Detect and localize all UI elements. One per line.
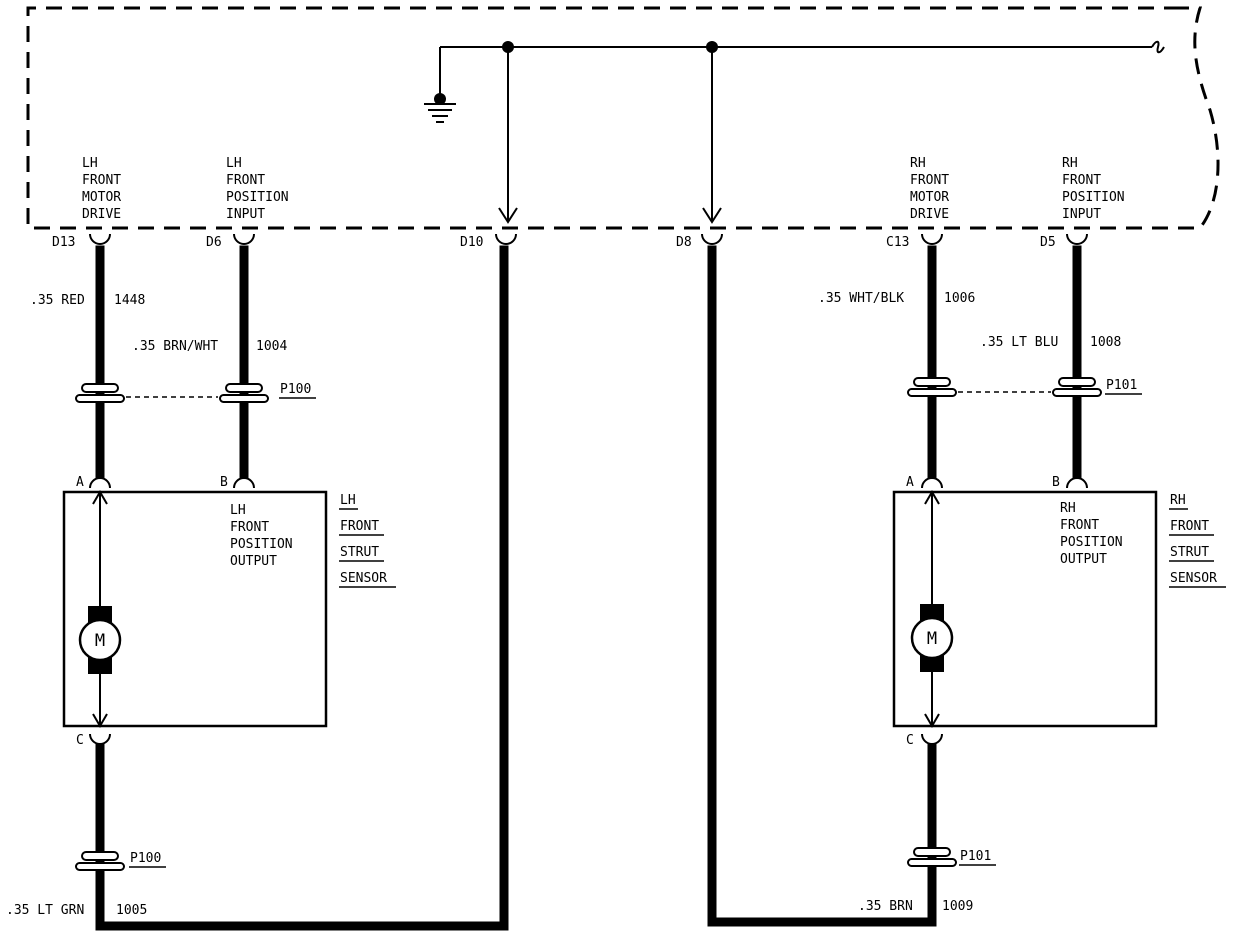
wire-lh-return-label: .35 LT GRN: [6, 903, 84, 918]
svg-text:MOTOR: MOTOR: [82, 190, 121, 205]
sensor-lh-output-label: LH FRONT POSITION OUTPUT: [230, 503, 293, 569]
sensor-lh-box: [62, 490, 328, 728]
svg-text:P100: P100: [130, 851, 161, 866]
svg-text:P100: P100: [280, 382, 311, 397]
pin-d5: D5: [1040, 233, 1088, 250]
svg-text:RH: RH: [910, 156, 926, 171]
sensor-rh-output-label: RH FRONT POSITION OUTPUT: [1060, 501, 1123, 567]
svg-text:P101: P101: [960, 849, 991, 864]
pin-d10: D10: [460, 233, 517, 250]
svg-text:INPUT: INPUT: [226, 207, 265, 222]
motor-icon-rh: M: [910, 604, 954, 672]
svg-text:POSITION: POSITION: [1060, 535, 1123, 550]
wire-lh-return: [95, 245, 509, 931]
wire-rh-return-circuit: 1009: [942, 899, 973, 914]
svg-text:LH: LH: [230, 503, 246, 518]
motor-icon-lh: M: [78, 606, 122, 674]
svg-text:SENSOR: SENSOR: [340, 571, 387, 586]
sensor-lh-pin-a: A: [76, 475, 111, 490]
sensor-rh-box: [892, 490, 1158, 728]
svg-text:OUTPUT: OUTPUT: [1060, 552, 1107, 567]
svg-text:STRUT: STRUT: [1170, 545, 1209, 560]
wire-lh-motor-label: .35 RED: [30, 293, 85, 308]
connector-p100-lower: P100: [75, 851, 166, 871]
sensor-lh-pin-c: C: [76, 733, 111, 748]
svg-text:FRONT: FRONT: [340, 519, 379, 534]
svg-text:D10: D10: [460, 235, 483, 250]
svg-text:LH: LH: [340, 493, 356, 508]
module-boundary: [26, 6, 1220, 230]
svg-text:STRUT: STRUT: [340, 545, 379, 560]
ground-icon: [424, 93, 456, 123]
svg-text:P101: P101: [1106, 378, 1137, 393]
pin-d13: D13: [52, 233, 111, 250]
svg-text:SENSOR: SENSOR: [1170, 571, 1217, 586]
sensor-rh-name: RH FRONT STRUT SENSOR: [1169, 493, 1226, 588]
svg-text:FRONT: FRONT: [1060, 518, 1099, 533]
connector-p101-upper: P101: [907, 377, 1142, 397]
sensor-rh-pin-c: C: [906, 733, 943, 748]
internal-bus: [439, 40, 1165, 97]
svg-text:D8: D8: [676, 235, 692, 250]
svg-text:C: C: [906, 733, 914, 748]
wire-lh-position-label: .35 BRN/WHT: [132, 339, 218, 354]
wire-lh-position-circuit: 1004: [256, 339, 287, 354]
svg-text:M: M: [927, 629, 937, 649]
pin-desc-d13: LH FRONT MOTOR DRIVE: [82, 156, 121, 222]
svg-text:DRIVE: DRIVE: [82, 207, 121, 222]
svg-text:D6: D6: [206, 235, 222, 250]
svg-text:LH: LH: [82, 156, 98, 171]
wire-rh-motor-label: .35 WHT/BLK: [818, 291, 904, 306]
internal-drop-d8: [702, 47, 722, 224]
svg-text:LH: LH: [226, 156, 242, 171]
pin-d8: D8: [676, 233, 723, 250]
wire-rh-return: [707, 245, 937, 927]
svg-text:A: A: [76, 475, 84, 490]
svg-text:RH: RH: [1062, 156, 1078, 171]
svg-text:FRONT: FRONT: [910, 173, 949, 188]
wire-lh-motor-circuit: 1448: [114, 293, 145, 308]
svg-text:B: B: [1052, 475, 1060, 490]
wire-lh-return-circuit: 1005: [116, 903, 147, 918]
svg-text:INPUT: INPUT: [1062, 207, 1101, 222]
svg-text:POSITION: POSITION: [1062, 190, 1125, 205]
svg-text:FRONT: FRONT: [1062, 173, 1101, 188]
svg-text:A: A: [906, 475, 914, 490]
svg-text:RH: RH: [1060, 501, 1076, 516]
svg-text:C: C: [76, 733, 84, 748]
svg-text:B: B: [220, 475, 228, 490]
sensor-rh-pin-b: B: [1052, 475, 1088, 490]
connector-p100-upper: P100: [75, 382, 316, 403]
svg-text:RH: RH: [1170, 493, 1186, 508]
sensor-lh-name: LH FRONT STRUT SENSOR: [339, 493, 396, 588]
svg-text:FRONT: FRONT: [1170, 519, 1209, 534]
svg-text:M: M: [95, 631, 105, 651]
pin-d6: D6: [206, 233, 255, 250]
svg-text:D13: D13: [52, 235, 75, 250]
wire-rh-position-circuit: 1008: [1090, 335, 1121, 350]
svg-text:FRONT: FRONT: [230, 520, 269, 535]
sensor-lh-pin-b: B: [220, 475, 255, 490]
svg-text:OUTPUT: OUTPUT: [230, 554, 277, 569]
svg-text:D5: D5: [1040, 235, 1056, 250]
svg-text:DRIVE: DRIVE: [910, 207, 949, 222]
pin-desc-d5: RH FRONT POSITION INPUT: [1062, 156, 1125, 222]
connector-p101-lower: P101: [907, 847, 996, 867]
internal-drop-d10: [498, 47, 518, 224]
svg-text:C13: C13: [886, 235, 909, 250]
sensor-rh-pin-a: A: [906, 475, 943, 490]
pin-c13: C13: [886, 233, 943, 250]
wire-rh-return-label: .35 BRN: [858, 899, 913, 914]
wire-rh-position-label: .35 LT BLU: [980, 335, 1058, 350]
svg-text:POSITION: POSITION: [226, 190, 289, 205]
svg-text:FRONT: FRONT: [226, 173, 265, 188]
svg-text:MOTOR: MOTOR: [910, 190, 949, 205]
pin-desc-c13: RH FRONT MOTOR DRIVE: [910, 156, 949, 222]
pin-desc-d6: LH FRONT POSITION INPUT: [226, 156, 289, 222]
wire-rh-motor-circuit: 1006: [944, 291, 975, 306]
svg-text:FRONT: FRONT: [82, 173, 121, 188]
svg-text:POSITION: POSITION: [230, 537, 293, 552]
